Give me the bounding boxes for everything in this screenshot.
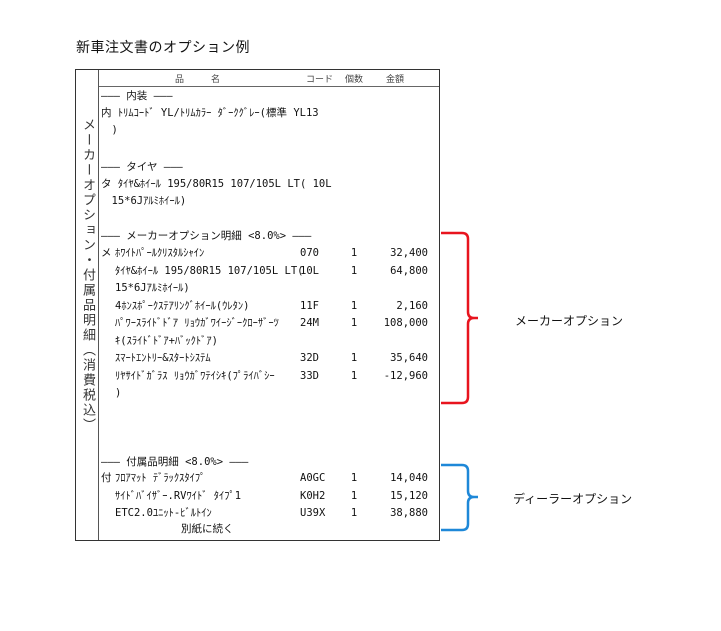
side-divider: [98, 70, 99, 540]
header-price: 金額: [386, 75, 405, 85]
order-form: メーカーオプション・付属品明細（消費税込） 品 名 コード 個数 金額 ――― …: [75, 69, 440, 541]
dealer-bracket: [441, 463, 478, 532]
item-name: 15*6Jｱﾙﾐﾎｲｰﾙ): [115, 282, 190, 294]
page-title: 新車注文書のオプション例: [76, 40, 250, 56]
item-qty: 1: [350, 352, 358, 364]
item-name: ﾘﾔｻｲﾄﾞｶﾞﾗｽ ﾘｮｳｶﾞﾜﾃｲｼｷ(ﾌﾟﾗｲﾊﾞｼｰ: [115, 369, 275, 382]
item-code: A0GC: [300, 472, 326, 484]
section-line: 内 ﾄﾘﾑｺｰﾄﾞ YL/ﾄﾘﾑｶﾗｰ ﾀﾞｰｸｸﾞﾚｰ(標準 YL13: [101, 107, 319, 119]
item-price: 15,120: [390, 489, 428, 502]
item-price: 32,400: [390, 247, 428, 259]
item-price: -12,960: [383, 369, 428, 382]
item-price: 2,160: [396, 299, 428, 312]
item-code: 11F: [300, 299, 319, 312]
item-name: ﾀｲﾔ&ﾎｲｰﾙ 195/80R15 107/105L LT(: [115, 264, 304, 277]
maker-option-label: メーカーオプション: [515, 314, 624, 328]
item-name: ﾊﾟﾜｰｽﾗｲﾄﾞﾄﾞｱ ﾘｮｳｶﾞﾜｲｰｼﾞｰｸﾛｰｻﾞｰﾂ: [115, 317, 279, 329]
item-qty: 1: [350, 369, 358, 382]
table-header: 品 名 コード 個数 金額: [99, 70, 439, 87]
item-price: 14,040: [390, 472, 428, 484]
item-code: K0H2: [300, 489, 326, 502]
item-price: 64,800: [390, 264, 428, 277]
section-tire-heading: ――― タイヤ ―――: [101, 161, 183, 173]
item-name: ﾎﾜｲﾄﾊﾟｰﾙｸﾘｽﾀﾙｼｬｲﾝ: [115, 247, 205, 259]
side-label: メーカーオプション・付属品明細（消費税込）: [80, 118, 95, 433]
item-name: 4ﾎﾝｽﾎﾟｰｸｽﾃｱﾘﾝｸﾞﾎｲｰﾙ(ｳﾚﾀﾝ): [115, 299, 250, 312]
item-code: 070: [300, 247, 319, 259]
item-price: 38,880: [390, 507, 428, 519]
item-code: U39X: [300, 507, 326, 519]
section-interior-heading: ――― 内装 ―――: [101, 90, 173, 102]
item-mark: メ: [101, 247, 112, 259]
item-price: 35,640: [390, 352, 428, 364]
item-qty: 1: [350, 299, 358, 312]
item-name: ETC2.0ﾕﾆｯﾄ-ﾋﾞﾙﾄｲﾝ: [115, 507, 212, 519]
item-qty: 1: [350, 489, 358, 502]
section-line: 15*6Jｱﾙﾐﾎｲｰﾙ): [101, 195, 187, 207]
header-code: コード: [306, 75, 334, 85]
dealer-options-heading: ――― 付属品明細 <8.0%> ―――: [101, 456, 249, 468]
item-name: ｽﾏｰﾄｴﾝﾄﾘｰ&ｽﾀｰﾄｼｽﾃﾑ: [115, 352, 211, 364]
item-name: ｷ(ｽﾗｲﾄﾞﾄﾞｱ+ﾊﾞｯｸﾄﾞｱ): [115, 334, 218, 347]
continued-note: 別紙に続く: [181, 523, 234, 535]
dealer-option-label: ディーラーオプション: [513, 492, 633, 506]
item-price: 108,000: [383, 317, 428, 329]
item-qty: 1: [350, 472, 358, 484]
header-qty: 個数: [345, 75, 364, 85]
item-qty: 1: [350, 317, 358, 329]
maker-bracket: [441, 231, 478, 405]
item-qty: 1: [350, 247, 358, 259]
item-code: 24M: [300, 317, 319, 329]
item-name: ﾌﾛｱﾏｯﾄ ﾃﾞﾗｯｸｽﾀｲﾌﾟ: [115, 472, 206, 484]
item-name: ｻｲﾄﾞﾊﾞｲｻﾞｰ.RVﾜｲﾄﾞ ﾀｲﾌﾟ1: [115, 489, 242, 502]
item-mark: 付: [101, 472, 112, 484]
item-qty: 1: [350, 264, 358, 277]
item-code: 32D: [300, 352, 319, 364]
item-code: 33D: [300, 369, 319, 382]
item-qty: 1: [350, 507, 358, 519]
maker-options-heading: ――― メーカーオプション明細 <8.0%> ―――: [101, 230, 312, 242]
header-name: 品 名: [175, 75, 221, 85]
section-line: ): [101, 124, 118, 136]
item-name: ): [115, 387, 122, 399]
section-line: タ ﾀｲﾔ&ﾎｲｰﾙ 195/80R15 107/105L LT( 10L: [101, 178, 332, 190]
item-code: 10L: [300, 264, 319, 277]
